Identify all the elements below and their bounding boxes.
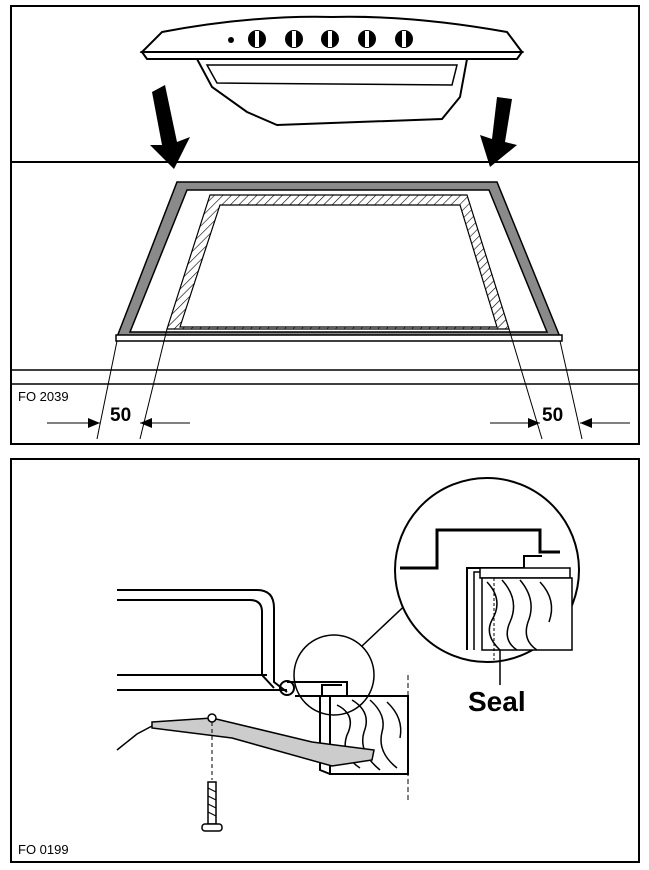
figure-code: FO 2039 xyxy=(18,389,69,404)
dimension-label-right: 50 xyxy=(542,405,564,426)
worktop-wood xyxy=(319,675,409,800)
hob-installation-drawing xyxy=(12,15,638,440)
seal-detail-drawing xyxy=(116,477,580,832)
knob-icon xyxy=(321,30,339,48)
arrow-right-icon xyxy=(88,418,100,428)
knob-icon xyxy=(248,30,266,48)
hob-profile xyxy=(117,589,348,697)
seal-detail-panel: Seal FO 0199 xyxy=(10,458,640,863)
down-arrow-icon xyxy=(150,85,190,169)
figure-code: FO 0199 xyxy=(18,842,69,857)
knob-icon xyxy=(358,30,376,48)
down-arrow-icon xyxy=(480,97,517,167)
knob-icon xyxy=(285,30,303,48)
detail-marker xyxy=(293,634,375,716)
seal-label: Seal xyxy=(468,686,526,717)
fixing-bracket xyxy=(116,713,375,767)
magnified-detail xyxy=(394,477,580,685)
cutout-frame xyxy=(115,181,563,342)
arrow-right-icon xyxy=(528,418,540,428)
arrow-left-icon xyxy=(580,418,592,428)
dimension-label-left: 50 xyxy=(110,405,132,426)
screw-icon xyxy=(201,781,223,832)
knob-icon xyxy=(395,30,413,48)
installation-panel: FO 2039 50 50 xyxy=(10,5,640,445)
hob-appliance xyxy=(139,15,524,127)
arrow-left-icon xyxy=(140,418,152,428)
